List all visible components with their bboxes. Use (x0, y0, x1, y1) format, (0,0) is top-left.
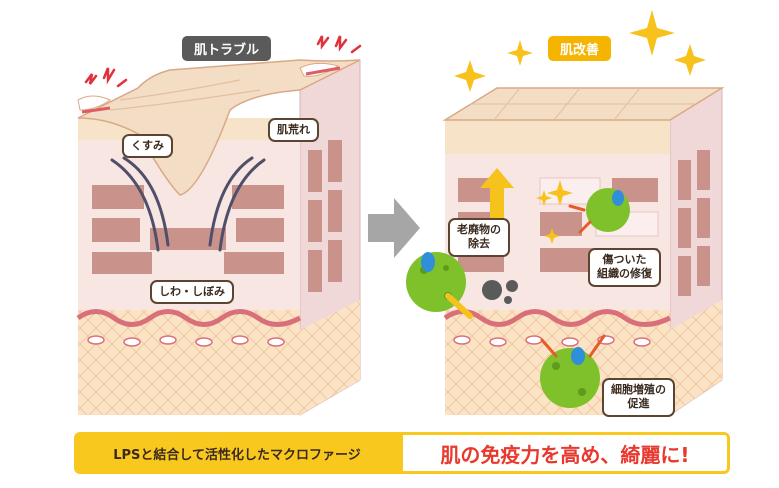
cell-proliferation-line1: 細胞増殖の (611, 383, 666, 397)
waste-removal-label: 老廃物の 除去 (448, 218, 510, 257)
transition-arrow (368, 198, 420, 258)
rough-skin-label: 肌荒れ (268, 118, 319, 142)
waste-removal-line1: 老廃物の (457, 223, 501, 237)
banner-macrophage-text: LPSと結合して活性化したマクロファージ (74, 432, 400, 474)
cell-proliferation-label: 細胞増殖の 促進 (602, 378, 675, 417)
skin-trouble-label: 肌トラブル (182, 36, 271, 61)
wrinkles-label: しわ・しぼみ (150, 280, 234, 304)
tissue-repair-label: 傷ついた 組織の修復 (588, 248, 661, 287)
left-skin-block (78, 36, 360, 415)
tissue-repair-line1: 傷ついた (597, 253, 652, 267)
cell-proliferation-line2: 促進 (611, 397, 666, 411)
waste-removal-line2: 除去 (457, 237, 501, 251)
skin-improvement-label: 肌改善 (548, 36, 611, 61)
right-skin-block (406, 10, 722, 415)
dullness-label: くすみ (122, 134, 173, 158)
tissue-repair-line2: 組織の修復 (597, 267, 652, 281)
banner-result-text: 肌の免疫力を高め、綺麗に! (400, 432, 730, 474)
